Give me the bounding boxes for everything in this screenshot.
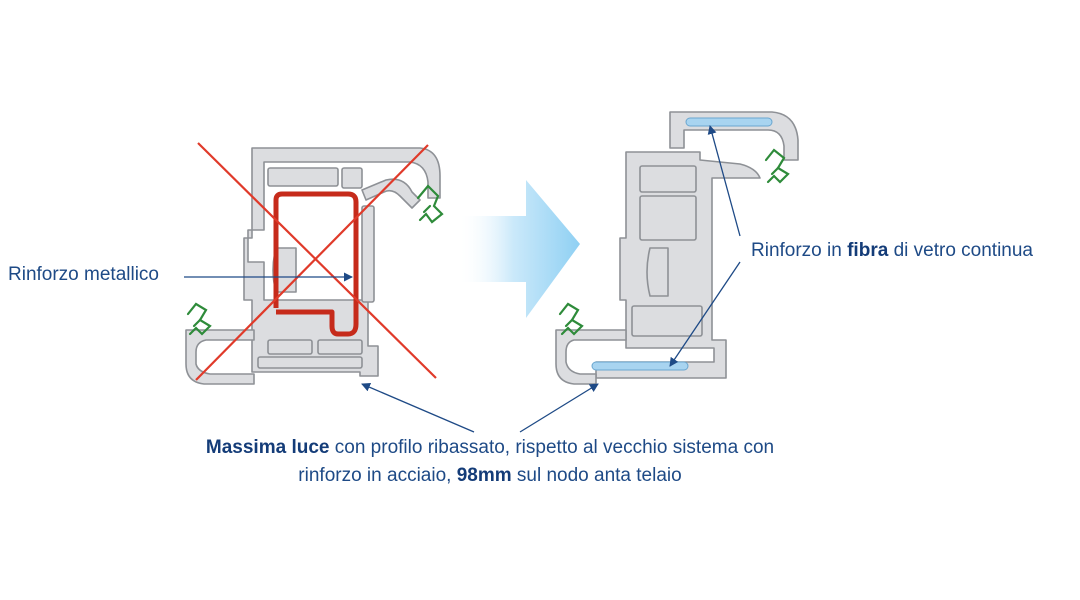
caption-line-1: Massima luce con profilo ribassato, risp… [140,434,840,462]
caption-bold-1: Massima luce [205,437,330,458]
caption-bold-2: 98mm [456,465,512,486]
gasket-left-lower [186,302,212,336]
label-fiber-pre: Rinforzo in [751,240,848,261]
caption-pre-2: rinforzo in acciaio, [298,465,457,486]
label-fiber-post: di vetro continua [888,240,1033,261]
callout-arrows [184,125,741,433]
rejected-cross [195,142,437,381]
label-fiber-reinforcement: Rinforzo in fibra di vetro continua [751,240,1033,262]
label-fiber-bold: fibra [847,240,889,261]
old-profile [185,147,441,385]
label-metal-reinforcement: Rinforzo metallico [8,264,159,286]
callout-fiber-lower [669,261,741,367]
caption-line-2: rinforzo in acciaio, 98mm sul nodo anta … [140,462,840,490]
fiber-reinforcement-lower [591,361,689,371]
gasket-right-lower [558,302,584,336]
steel-reinforcement-shape [273,191,359,337]
direction-arrow [458,180,580,318]
gasket-left-upper [416,184,444,224]
caption-rest-1: con profilo ribassato, rispetto al vecch… [329,437,775,458]
fiber-reinforcement-upper [685,117,773,127]
caption: Massima luce con profilo ribassato, risp… [140,434,840,490]
caption-post-2: sul nodo anta telaio [511,465,682,486]
callout-luce-left [361,383,475,433]
label-metal-text: Rinforzo metallico [8,264,159,285]
gasket-right-upper [764,148,790,184]
callout-fiber-upper [707,125,741,237]
new-profile [555,111,799,385]
callout-luce-right [519,383,599,433]
